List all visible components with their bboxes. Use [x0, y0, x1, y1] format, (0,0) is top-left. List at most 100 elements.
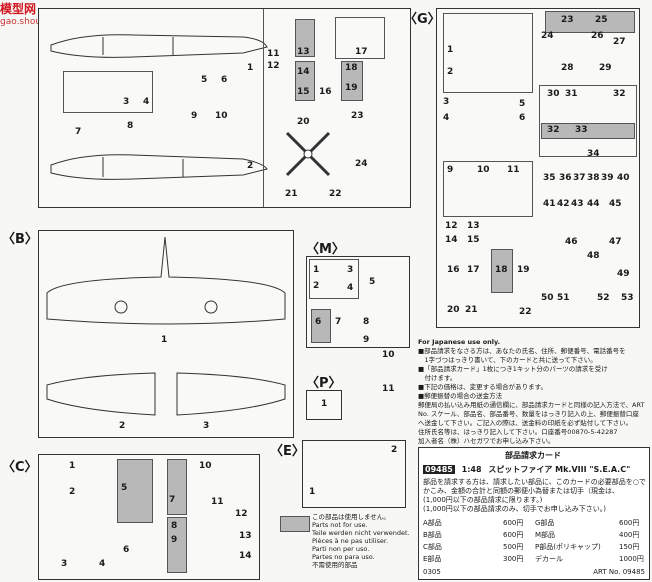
fuselage-left-drawing — [50, 34, 268, 58]
part-label: 44 — [587, 199, 600, 209]
sprue-c-frame: 1 2 3 4 5 6 7 8 9 10 11 12 13 14 — [38, 454, 260, 580]
unused-part-box — [167, 517, 187, 573]
order-card-header: 09485 1:48 スピットファイア Mk.VIII "S.E.A.C" — [423, 464, 630, 475]
product-name: スピットファイア Mk.VIII "S.E.A.C" — [488, 465, 631, 474]
sprue-e-label: 〈E〉 — [270, 444, 305, 459]
part-label: 32 — [613, 89, 626, 99]
notes-line: ■部品請求をなさる方は、あなたの氏名、住所、郵便番号、電話番号を — [418, 347, 626, 355]
order-card-instructions: 部品を請求する方は、請求したい部品に、このカードの必要部品を○で かこみ、金額の… — [423, 478, 647, 514]
part-label: 26 — [591, 31, 604, 41]
part-label: 52 — [597, 293, 610, 303]
fuselage-right-drawing — [50, 154, 268, 180]
part-label: 16 — [319, 87, 332, 97]
sprue-g-right-upper — [539, 85, 637, 157]
part-label: 4 — [99, 559, 106, 569]
site-watermark: 模型网 gao.shou.com — [0, 0, 78, 30]
wing-upper-right-drawing — [176, 372, 286, 416]
part-label: 3 — [347, 265, 354, 275]
part-label: 1 — [161, 335, 168, 345]
price-value: 150円 — [619, 543, 640, 551]
notes-heading: For Japanese use only. — [418, 338, 501, 346]
part-label: 40 — [617, 173, 630, 183]
part-label: 19 — [345, 83, 358, 93]
notes-line: ■郵便振替の場合の送金方法 — [418, 392, 503, 400]
part-label: 34 — [587, 149, 600, 159]
part-label: 13 — [467, 221, 480, 231]
price-value: 600円 — [503, 519, 524, 527]
part-label: 33 — [575, 125, 588, 135]
unused-part-box — [545, 11, 635, 33]
part-label: 10 — [199, 461, 212, 471]
part-label: 2 — [313, 281, 320, 291]
sprue-a-frame: 3 4 5 6 7 8 9 10 1 2 11 12 13 14 15 17 1… — [38, 8, 411, 208]
part-label: 6 — [315, 317, 322, 327]
price-value: 400円 — [619, 531, 640, 539]
legend-line: Parts not for use. — [312, 521, 368, 529]
part-label: 39 — [601, 173, 614, 183]
part-label: 9 — [171, 535, 178, 545]
part-label: 5 — [121, 483, 128, 493]
parts-order-card: 部品請求カード 09485 1:48 スピットファイア Mk.VIII "S.E… — [418, 447, 650, 580]
part-label: 47 — [609, 237, 622, 247]
part-label: 12 — [235, 509, 248, 519]
price-value: 600円 — [503, 531, 524, 539]
part-label: 2 — [247, 161, 254, 171]
part-label: 1 — [313, 265, 320, 275]
part-label: 2 — [447, 67, 454, 77]
price-part: M部品 — [535, 531, 556, 539]
sprue-b-label: 〈B〉 — [2, 232, 38, 247]
part-label: 50 — [541, 293, 554, 303]
part-label: 24 — [355, 159, 368, 169]
part-label: 41 — [543, 199, 556, 209]
part-label: 9 — [447, 165, 454, 175]
part-label: 18 — [345, 63, 358, 73]
part-label: 53 — [621, 293, 634, 303]
part-label: 11 — [211, 497, 224, 507]
unused-part-box — [117, 459, 153, 523]
art-number-badge: 09485 — [423, 465, 455, 474]
part-label: 14 — [445, 235, 458, 245]
part-label: 13 — [297, 47, 310, 57]
part-label: 2 — [119, 421, 126, 431]
part-label: 32 — [547, 125, 560, 135]
part-label: 31 — [565, 89, 578, 99]
unused-part-box — [341, 61, 363, 101]
part-label: 6 — [221, 75, 228, 85]
part-label: 11 — [507, 165, 520, 175]
part-label: 2 — [69, 487, 76, 497]
part-label: 23 — [561, 15, 574, 25]
part-label: 29 — [599, 63, 612, 73]
part-label: 8 — [127, 121, 134, 131]
part-label: 8 — [363, 317, 370, 327]
sprue-e-frame: 1 2 — [302, 440, 406, 508]
notes-line: ■下記の価格は、変更する場合があります。 — [418, 383, 547, 391]
part-label: 15 — [467, 235, 480, 245]
part-label: 18 — [495, 265, 508, 275]
part-label: 12 — [445, 221, 458, 231]
part-label: 16 — [447, 265, 460, 275]
sprue-g-mid — [443, 161, 533, 217]
unused-part-box — [295, 61, 315, 101]
part-label: 48 — [587, 251, 600, 261]
part-label: 46 — [565, 237, 578, 247]
part-label: 51 — [557, 293, 570, 303]
part-label: 5 — [369, 277, 376, 287]
price-part: C部品 — [423, 543, 442, 551]
part-label: 25 — [595, 15, 608, 25]
part-a17-box — [335, 17, 385, 59]
part-label: 1 — [69, 461, 76, 471]
part-label: 17 — [355, 47, 368, 57]
price-row: A部品 600円 G部品 600円 — [423, 518, 647, 528]
price-part: E部品 — [423, 555, 442, 563]
part-label: 11 — [267, 49, 280, 59]
notes-line: 1字づつはっきり書いて、下のカードと共に送って下さい。 — [418, 356, 597, 364]
instruction-line: 部品を請求する方は、請求したい部品に、このカードの必要部品を○で — [423, 478, 646, 486]
part-label: 6 — [123, 545, 130, 555]
part-label: 7 — [75, 127, 82, 137]
part-label: 10 — [477, 165, 490, 175]
unused-part-box — [295, 19, 315, 57]
sprue-g-row — [443, 13, 533, 93]
price-value: 1000円 — [619, 555, 644, 563]
part-label: 28 — [561, 63, 574, 73]
notes-line: へ送金して下さい。ご記入の際は、送金料の印紙を必ず貼付して下さい。 — [418, 419, 633, 427]
